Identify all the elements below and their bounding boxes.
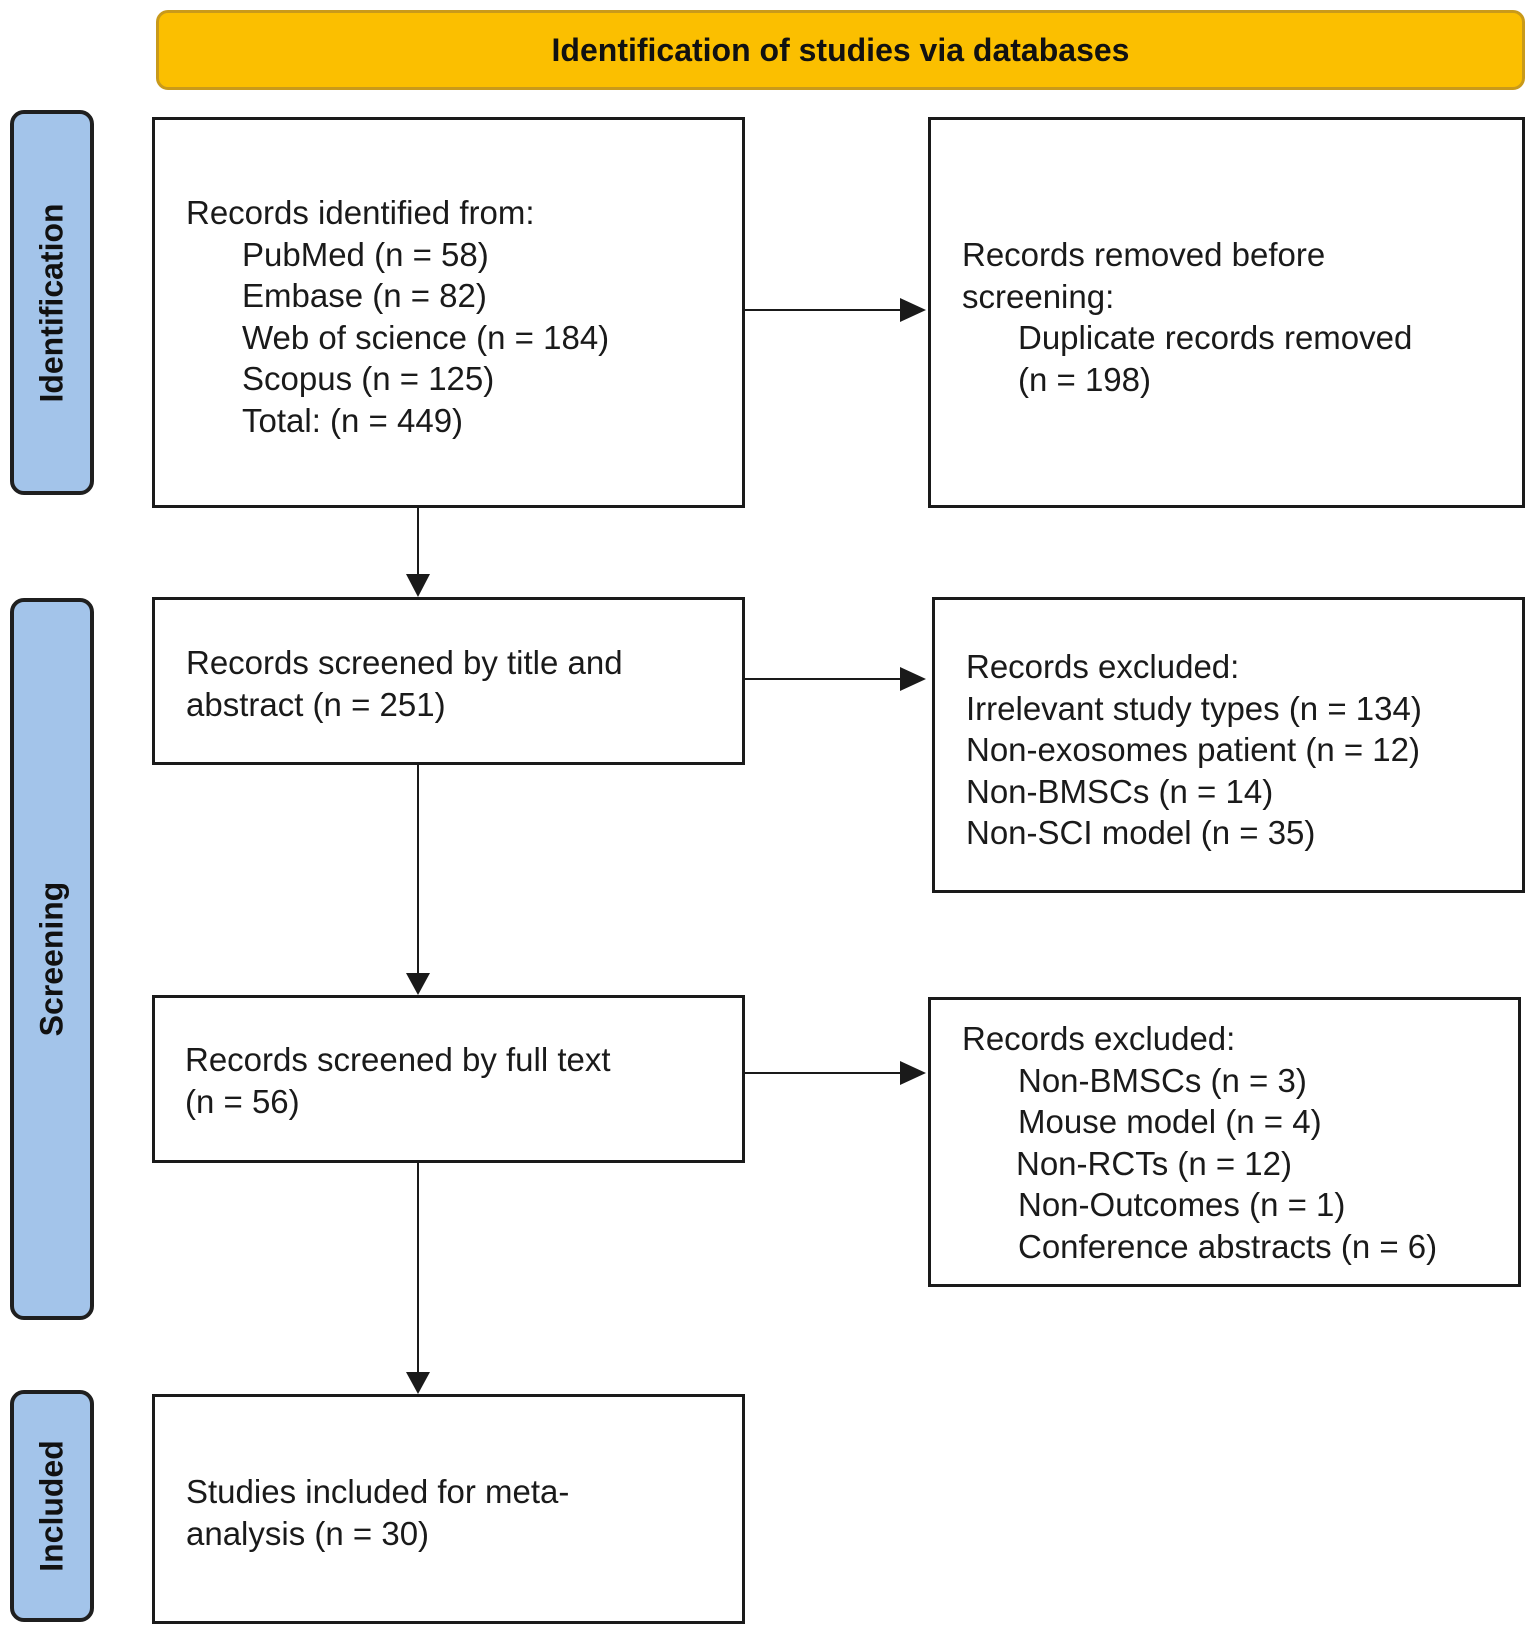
identified-item-pubmed: PubMed (n = 58) [242, 235, 489, 273]
stage-included: Included [10, 1390, 94, 1622]
header-title: Identification of studies via databases [551, 31, 1130, 68]
header-banner: Identification of studies via databases [156, 10, 1525, 90]
screened-title-line2: abstract (n = 251) [186, 685, 446, 723]
stage-identification: Identification [10, 110, 94, 495]
excluded-full-heading: Records excluded: [962, 1020, 1236, 1057]
identified-item-embase: Embase (n = 82) [242, 277, 487, 314]
excluded-full-item-mouse: Mouse model (n = 4) [1018, 1103, 1322, 1140]
box-records-identified: Records identified from: PubMed (n = 58)… [152, 117, 745, 508]
box-studies-included: Studies included for meta- analysis (n =… [152, 1394, 745, 1624]
excluded-title-item-study-types: Irrelevant study types (n = 134) [966, 689, 1422, 727]
removed-item-count: (n = 198) [1018, 360, 1151, 398]
removed-heading-line1: Records removed before [962, 236, 1326, 273]
box-screened-title-abstract: Records screened by title and abstract (… [152, 597, 745, 765]
included-line1: Studies included for meta- [186, 1473, 570, 1510]
arrowhead-right-3 [900, 1061, 926, 1085]
stage-screening: Screening [10, 598, 94, 1320]
included-line2: analysis (n = 30) [186, 1514, 430, 1552]
screened-full-line1: Records screened by full text [185, 1041, 611, 1078]
arrowhead-down-2 [406, 973, 430, 995]
screened-full-line2: (n = 56) [185, 1082, 300, 1120]
screened-title-line1: Records screened by title and [186, 644, 623, 681]
removed-item-duplicates: Duplicate records removed [1018, 319, 1413, 356]
excluded-title-item-bmscs: Non-BMSCs (n = 14) [966, 772, 1274, 810]
box-excluded-full-text: Records excluded: Non-BMSCs (n = 3) Mous… [928, 997, 1521, 1287]
excluded-full-item-bmscs: Non-BMSCs (n = 3) [1018, 1061, 1307, 1099]
removed-heading-line2: screening: [962, 277, 1115, 315]
box-records-removed: Records removed before screening: Duplic… [928, 117, 1525, 508]
excluded-full-item-conference: Conference abstracts (n = 6) [1018, 1227, 1438, 1265]
excluded-title-item-exosomes: Non-exosomes patient (n = 12) [966, 731, 1420, 768]
excluded-full-item-rcts: Non-RCTs (n = 12) [1016, 1144, 1293, 1182]
excluded-title-item-sci-model: Non-SCI model (n = 35) [966, 814, 1316, 851]
box-screened-full-text: Records screened by full text (n = 56) [152, 995, 745, 1163]
arrowhead-down-1 [406, 574, 430, 597]
excluded-full-item-outcomes: Non-Outcomes (n = 1) [1018, 1186, 1346, 1223]
identified-item-web-of-science: Web of science (n = 184) [242, 318, 610, 356]
arrowhead-down-3 [406, 1372, 430, 1394]
identified-item-scopus: Scopus (n = 125) [242, 360, 495, 397]
box-excluded-title-abstract: Records excluded: Irrelevant study types… [932, 597, 1525, 893]
arrowhead-right-2 [900, 667, 926, 691]
identified-item-total: Total: (n = 449) [242, 401, 464, 439]
arrowhead-right-1 [900, 298, 926, 322]
identified-heading: Records identified from: [186, 194, 535, 231]
excluded-title-heading: Records excluded: [966, 648, 1240, 685]
